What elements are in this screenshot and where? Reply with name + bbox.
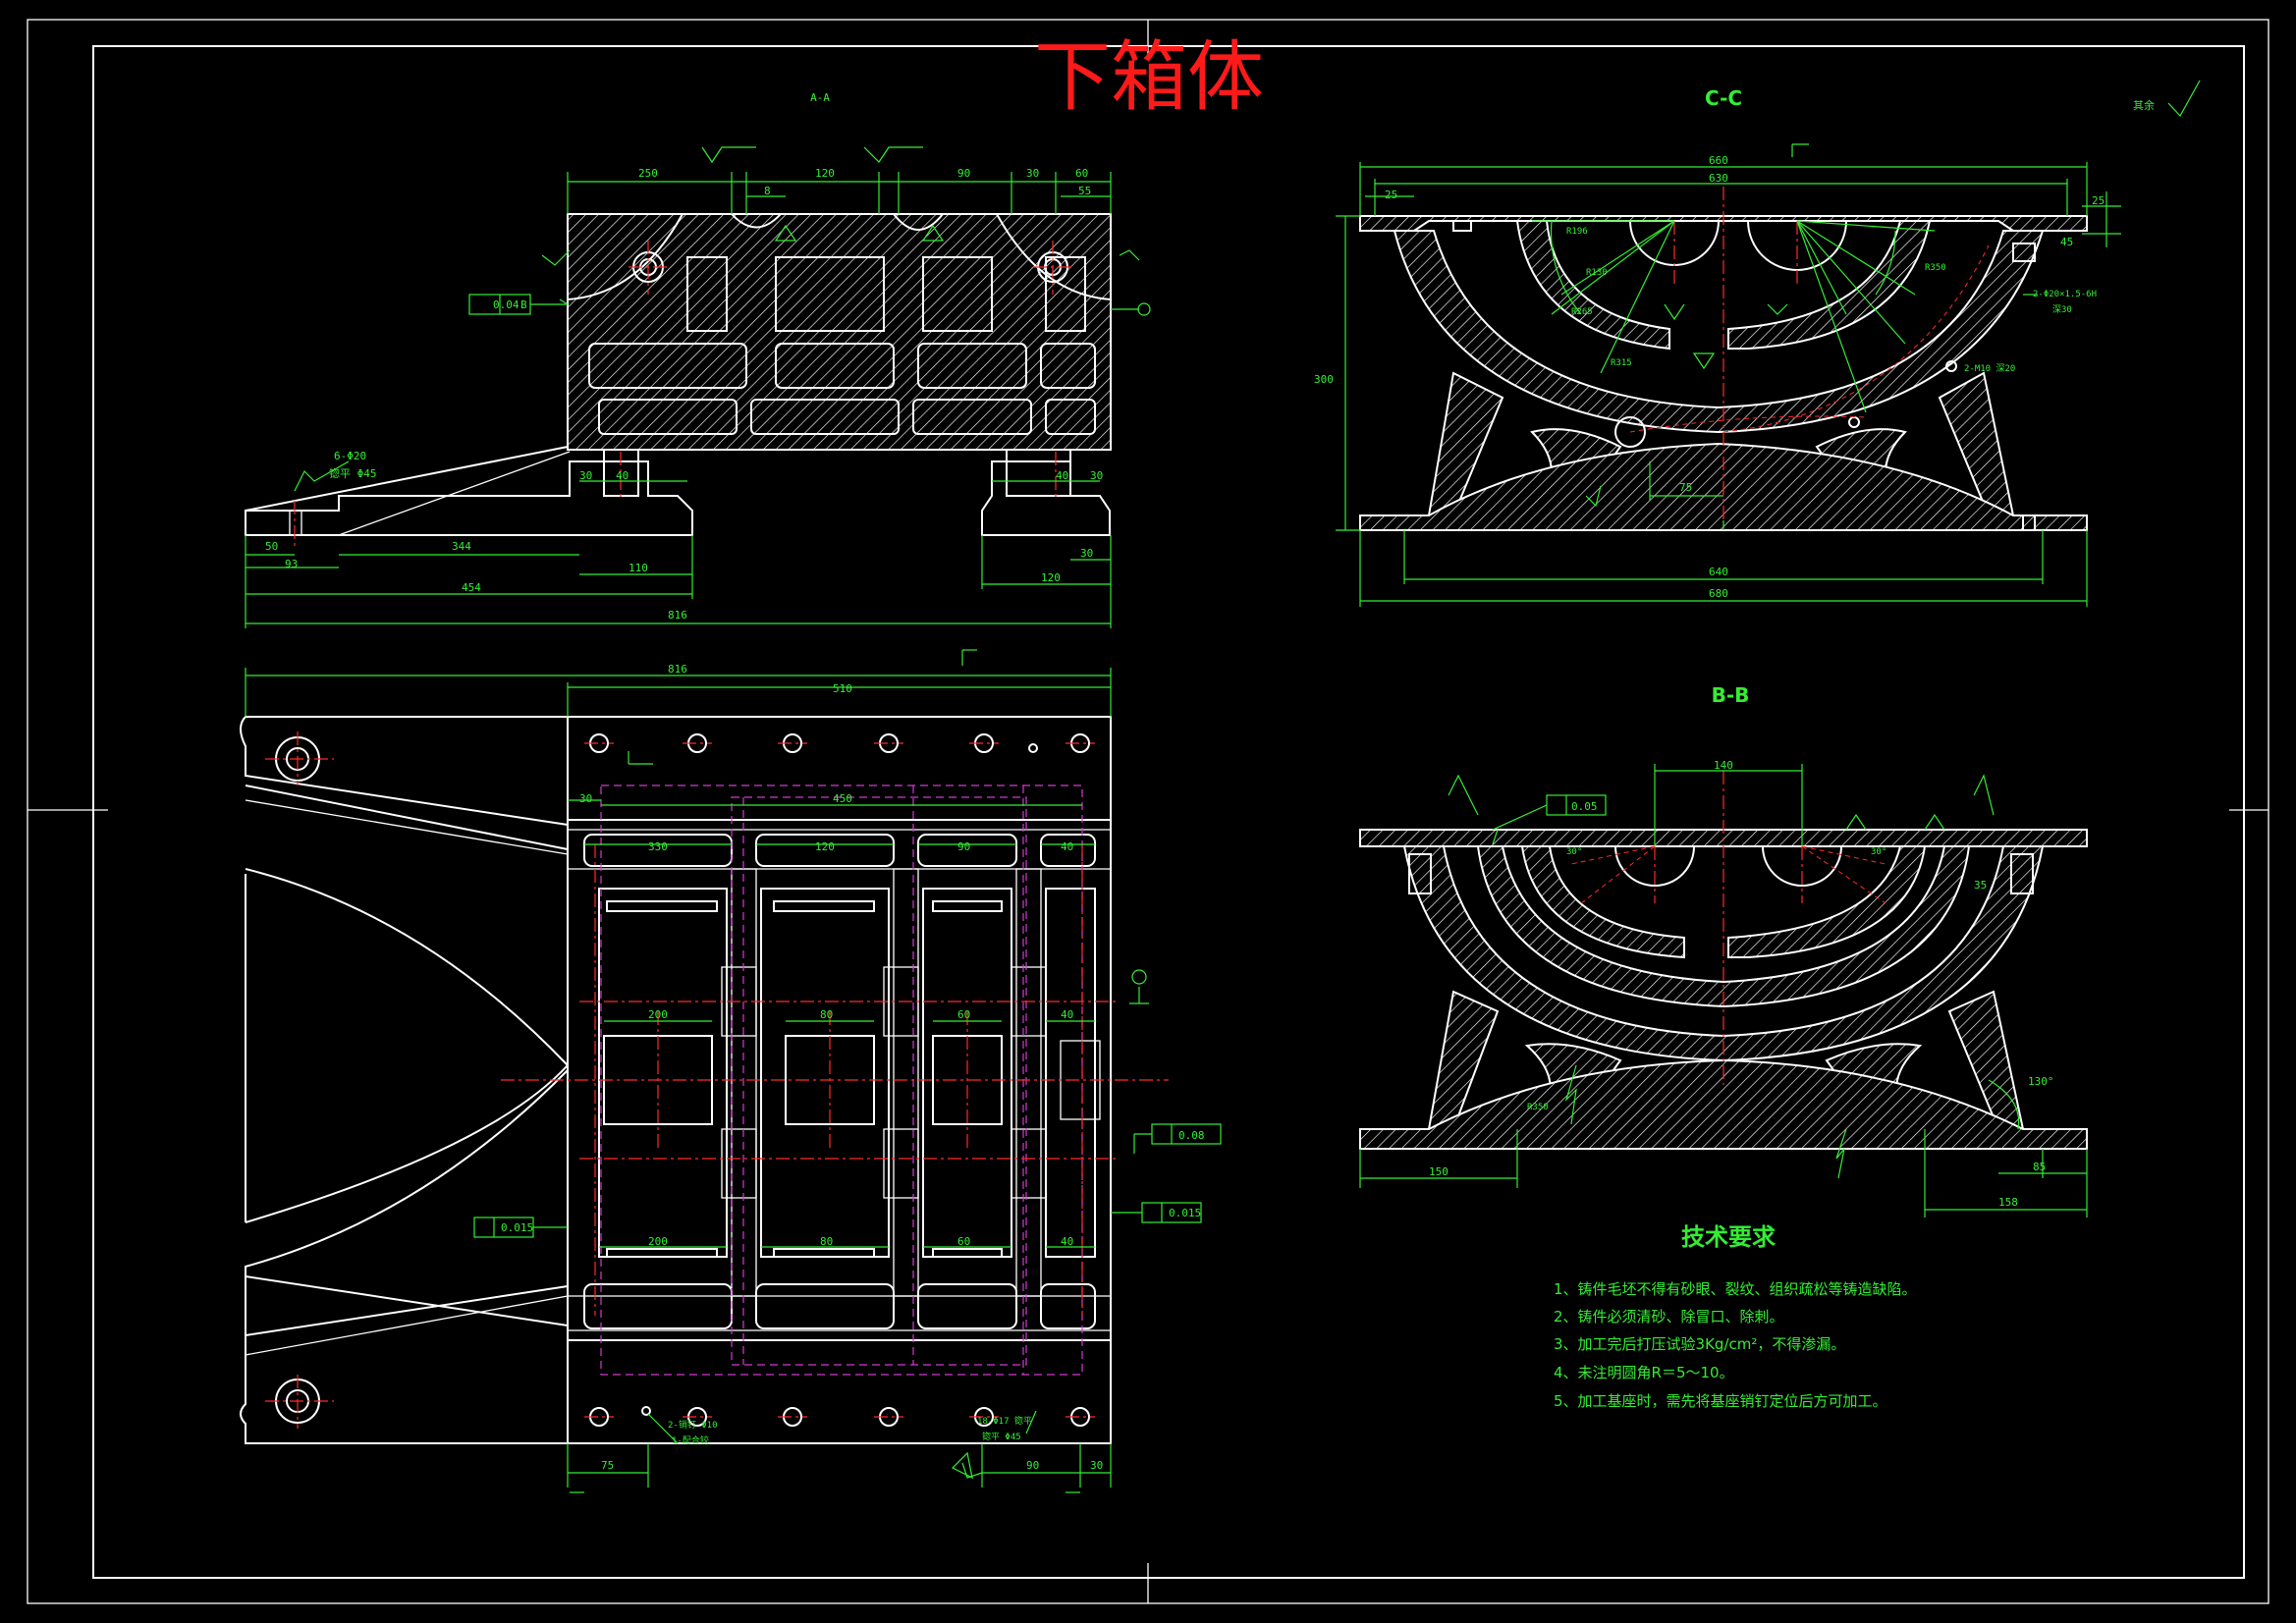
dim-aa-30d: 30 [1090, 469, 1103, 482]
dim-plan-816: 816 [668, 663, 687, 676]
dim-aa-344: 344 [452, 540, 471, 553]
dim-aa-816: 816 [668, 609, 687, 622]
tech-requirement-item: 5、加工基座时，需先将基座销钉定位后方可加工。 [1554, 1392, 1887, 1410]
dim-cc-680: 680 [1709, 587, 1728, 600]
note-plan-holes: 18-Φ17 锪平 [977, 1415, 1032, 1427]
dim-bb-158: 158 [1998, 1196, 2018, 1209]
dim-plan-200b: 200 [648, 1235, 668, 1248]
dim-aa-40: 40 [616, 469, 629, 482]
dim-bb-35: 35 [1974, 879, 1987, 892]
dim-bb-150: 150 [1429, 1165, 1449, 1178]
tech-requirements: 技术要求 1、铸件毛坯不得有砂眼、裂纹、组织疏松等铸造缺陷。 2、铸件必须清砂、… [1554, 1223, 1917, 1410]
plan-view: 816 510 450 30 330 120 90 40 200 80 60 4… [240, 649, 1222, 1493]
dim-plan-510: 510 [833, 682, 852, 695]
dim-aa-110: 110 [629, 562, 648, 574]
dim-cc-45: 45 [2060, 236, 2073, 248]
dim-cc-300: 300 [1314, 373, 1334, 386]
dim-cc-r130: R130 [1586, 268, 1608, 278]
section-cc-view: C-C [1314, 86, 2121, 607]
note-plan-ream: 1-配合铰 [672, 1434, 709, 1446]
dim-plan-330: 330 [648, 840, 668, 853]
dim-plan-60b: 60 [957, 1235, 970, 1248]
dim-aa-30c: 30 [579, 469, 592, 482]
dim-aa-120b: 120 [1041, 571, 1061, 584]
bolt-holes-top [589, 733, 1090, 753]
dim-plan-75: 75 [601, 1459, 614, 1472]
dim-plan-80: 80 [820, 1008, 833, 1021]
drawing-title: 下箱体 [1034, 33, 1264, 122]
dim-aa-250: 250 [638, 167, 658, 180]
tech-requirement-item: 2、铸件必须清砂、除冒口、除刺。 [1554, 1308, 1784, 1325]
dim-aa-60: 60 [1075, 167, 1088, 180]
note-plan-pin: 2-销钉 Φ10 [668, 1419, 718, 1431]
dim-plan-200: 200 [648, 1008, 668, 1021]
dim-plan-40b: 40 [1061, 1008, 1073, 1021]
dim-cc-r350: R350 [1925, 263, 1946, 273]
tol-aa-parallel: 0.04 [493, 298, 519, 311]
dim-aa-50: 50 [265, 540, 278, 553]
sheet-frame [27, 19, 2269, 1604]
dim-plan-450: 450 [833, 792, 852, 805]
note-cc-m10: 2-M10 深20 [1964, 363, 2015, 374]
dim-aa-55: 55 [1078, 185, 1091, 197]
dim-bb-angle-30b: 30° [1871, 847, 1886, 857]
tol-plan-flat-right: 0.015 [1169, 1207, 1201, 1219]
surface-roughness-note: 其余 [2133, 80, 2201, 118]
tol-plan-parallel: 0.08 [1178, 1129, 1205, 1142]
dim-plan-120: 120 [815, 840, 835, 853]
dim-bb-angle-30a: 30° [1566, 847, 1582, 857]
section-aa-label: A-A [810, 91, 830, 104]
dim-aa-30b: 30 [1080, 547, 1093, 560]
dim-plan-30: 30 [579, 792, 592, 805]
dim-cc-25b: 25 [2092, 194, 2105, 207]
section-bb-view: B-B [1359, 683, 2088, 1217]
roughness-other-label: 其余 [2133, 98, 2155, 112]
dim-plan-90b: 90 [1026, 1459, 1039, 1472]
dim-aa-120: 120 [815, 167, 835, 180]
dim-aa-8: 8 [764, 185, 771, 197]
datum-aa-b: B [520, 298, 527, 311]
dim-cc-r315: R315 [1611, 358, 1632, 368]
dim-plan-40: 40 [1061, 840, 1073, 853]
section-bb-label: B-B [1712, 683, 1750, 707]
dim-cc-75: 75 [1679, 481, 1692, 494]
dim-cc-r265: R265 [1571, 307, 1593, 317]
dim-cc-660: 660 [1709, 154, 1728, 167]
dim-plan-90: 90 [957, 840, 970, 853]
dim-aa-30: 30 [1026, 167, 1039, 180]
note-cc-threaded-holes: 2-Φ20×1.5-6H [2033, 290, 2097, 299]
note-cc-depth: 深30 [2052, 304, 2072, 315]
tol-plan-flat-left: 0.015 [501, 1221, 533, 1234]
tech-requirements-heading: 技术要求 [1681, 1223, 1776, 1251]
dim-bb-angle-130: 130° [2028, 1075, 2054, 1088]
tech-requirement-item: 1、铸件毛坯不得有砂眼、裂纹、组织疏松等铸造缺陷。 [1554, 1280, 1917, 1298]
dim-cc-25: 25 [1385, 189, 1397, 201]
dim-cc-640: 640 [1709, 566, 1728, 578]
dim-aa-454: 454 [462, 581, 481, 594]
dim-cc-r196: R196 [1566, 227, 1588, 237]
dim-cc-630: 630 [1709, 172, 1728, 185]
dim-plan-80b: 80 [820, 1235, 833, 1248]
note-plan-spotface: 锪平 Φ45 [982, 1431, 1021, 1442]
dim-plan-60: 60 [957, 1008, 970, 1021]
tol-bb-flat: 0.05 [1571, 800, 1598, 813]
tech-requirement-item: 4、未注明圆角R＝5～10。 [1554, 1364, 1734, 1381]
dim-aa-40b: 40 [1056, 469, 1068, 482]
section-cc-label: C-C [1705, 86, 1742, 110]
dim-aa-90: 90 [957, 167, 970, 180]
dim-bb-r350: R350 [1527, 1103, 1549, 1112]
note-aa-holes: 6-Φ20 [334, 450, 366, 462]
dim-aa-93: 93 [285, 558, 298, 570]
dim-plan-30b: 30 [1090, 1459, 1103, 1472]
dim-plan-40c: 40 [1061, 1235, 1073, 1248]
note-aa-spotface: 锪平 Φ45 [329, 467, 377, 480]
dim-bb-85: 85 [2033, 1161, 2046, 1173]
tech-requirement-item: 3、加工完后打压试验3Kg/cm²，不得渗漏。 [1554, 1335, 1845, 1353]
roughness-symbol-icon [2167, 80, 2201, 118]
section-aa-view: A-A [245, 91, 1151, 628]
dim-bb-140: 140 [1714, 759, 1733, 772]
